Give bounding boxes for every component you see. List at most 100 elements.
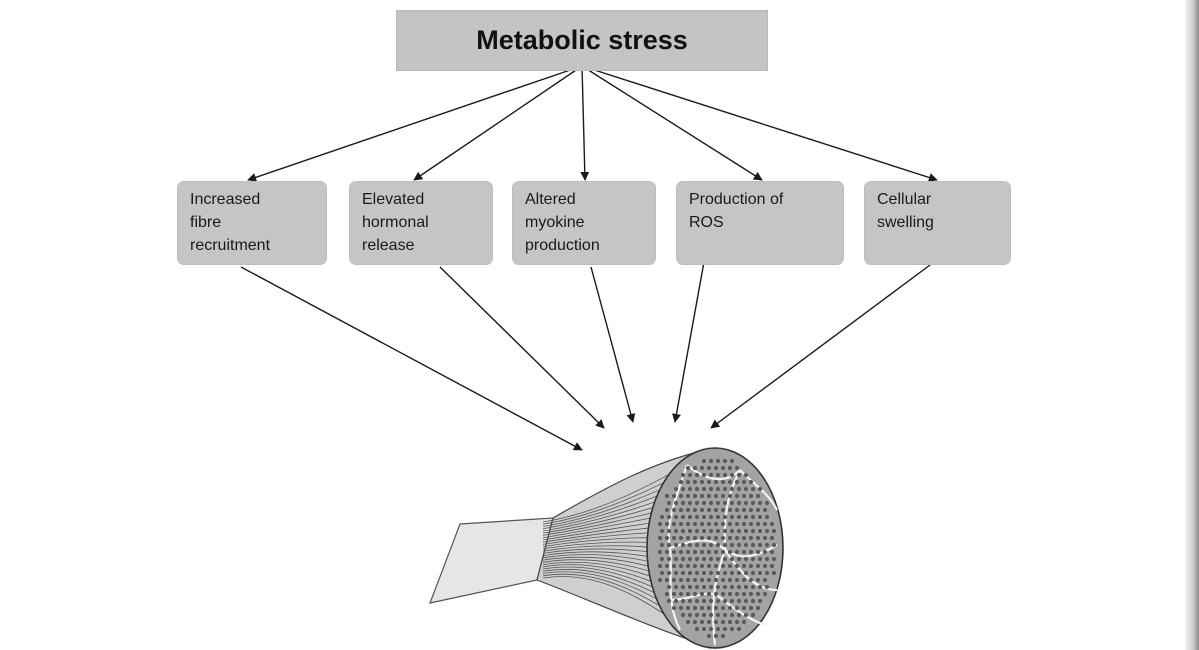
myofibril-dot	[736, 514, 742, 520]
myofibril-dot	[701, 612, 707, 618]
myofibril-dot	[755, 507, 761, 513]
myofibril-dot	[743, 500, 749, 506]
myofibril-dot	[671, 549, 677, 555]
myofibril-dot	[671, 605, 677, 611]
myofibril-dot	[743, 486, 749, 492]
myofibril-dot	[678, 591, 684, 597]
myofibril-dot	[748, 605, 754, 611]
myofibril-dot	[680, 556, 686, 562]
myofibril-dot	[750, 598, 756, 604]
myofibril-dot	[708, 514, 714, 520]
myofibril-dot	[743, 514, 749, 520]
myofibril-dot	[722, 500, 728, 506]
myofibril-dot	[706, 465, 712, 471]
myofibril-dot	[762, 535, 768, 541]
myofibril-dot	[720, 465, 726, 471]
myofibril-dot	[743, 584, 749, 590]
myofibril-dot	[692, 493, 698, 499]
myofibril-dot	[701, 556, 707, 562]
myofibril-dot	[706, 549, 712, 555]
myofibril-dot	[671, 535, 677, 541]
myofibril-dot	[741, 521, 747, 527]
myofibril-dot	[764, 556, 770, 562]
myofibril-dot	[692, 521, 698, 527]
myofibril-dot	[722, 626, 728, 632]
myofibril-dot	[680, 528, 686, 534]
myofibril-dot	[720, 535, 726, 541]
tendon-shape	[429, 517, 554, 604]
myofibril-dot	[771, 570, 777, 576]
myofibril-dot	[699, 591, 705, 597]
myofibril-dot	[708, 584, 714, 590]
myofibril-dot	[699, 563, 705, 569]
myofibril-dot	[755, 521, 761, 527]
myofibril-dot	[743, 472, 749, 478]
myofibril-dot	[715, 514, 721, 520]
myofibril-dot	[736, 570, 742, 576]
myofibril-dot	[657, 535, 663, 541]
myofibril-dot	[657, 521, 663, 527]
myofibril-dot	[666, 542, 672, 548]
myofibril-dot	[727, 479, 733, 485]
myofibril-dot	[657, 549, 663, 555]
myofibril-dot	[729, 626, 735, 632]
myofibril-dot	[694, 514, 700, 520]
myofibril-dot	[727, 591, 733, 597]
myofibril-dot	[673, 486, 679, 492]
myofibril-dot	[750, 570, 756, 576]
myofibril-dot	[722, 472, 728, 478]
myofibril-dot	[713, 493, 719, 499]
myofibril-dot	[720, 619, 726, 625]
myofibril-dot	[734, 465, 740, 471]
myofibril-dot	[687, 486, 693, 492]
myofibril-dot	[673, 556, 679, 562]
myofibril-dot	[694, 570, 700, 576]
myofibril-dot	[748, 493, 754, 499]
myofibril-dot	[694, 500, 700, 506]
myofibril-dot	[720, 507, 726, 513]
node-myokine-production: Altered myokine production	[512, 181, 656, 265]
myofibril-dot	[680, 486, 686, 492]
myofibril-dot	[715, 570, 721, 576]
myofibril-dot	[680, 598, 686, 604]
myofibril-dot	[694, 584, 700, 590]
myofibril-dot	[736, 584, 742, 590]
myofibril-dot	[685, 535, 691, 541]
myofibril-dot	[764, 500, 770, 506]
myofibril-dot	[743, 542, 749, 548]
myofibril-dot	[706, 591, 712, 597]
myofibril-dot	[722, 542, 728, 548]
myofibril-dot	[715, 486, 721, 492]
myofibril-dot	[664, 493, 670, 499]
myofibril-dot	[741, 549, 747, 555]
myofibril-dot	[762, 549, 768, 555]
myofibril-dot	[685, 521, 691, 527]
arrow-title-to-hormonal-release	[413, 65, 583, 181]
myofibril-dot	[694, 486, 700, 492]
myofibril-dot	[708, 458, 714, 464]
myofibril-dot	[687, 556, 693, 562]
myofibril-dot	[715, 458, 721, 464]
myofibril-dot	[687, 612, 693, 618]
myofibril-dot	[722, 584, 728, 590]
myofibril-dot	[659, 528, 665, 534]
myofibril-dot	[750, 556, 756, 562]
myofibril-dot	[741, 619, 747, 625]
myofibril-dot	[685, 619, 691, 625]
myofibril-dot	[762, 563, 768, 569]
arrow-fibre-recruitment-to-muscle	[240, 266, 583, 451]
myofibril-dot	[715, 556, 721, 562]
myofibril-dot	[722, 612, 728, 618]
myofibril-dot	[757, 598, 763, 604]
myofibril-dot	[713, 591, 719, 597]
myofibril-dot	[750, 584, 756, 590]
myofibril-dot	[692, 535, 698, 541]
myofibril-dot	[713, 521, 719, 527]
myofibril-dot	[673, 500, 679, 506]
myofibril-dot	[727, 507, 733, 513]
myofibril-dot	[764, 514, 770, 520]
myofibril-dot	[685, 605, 691, 611]
myofibril-dot	[729, 500, 735, 506]
myofibril-dot	[701, 598, 707, 604]
myofibril-dot	[757, 486, 763, 492]
